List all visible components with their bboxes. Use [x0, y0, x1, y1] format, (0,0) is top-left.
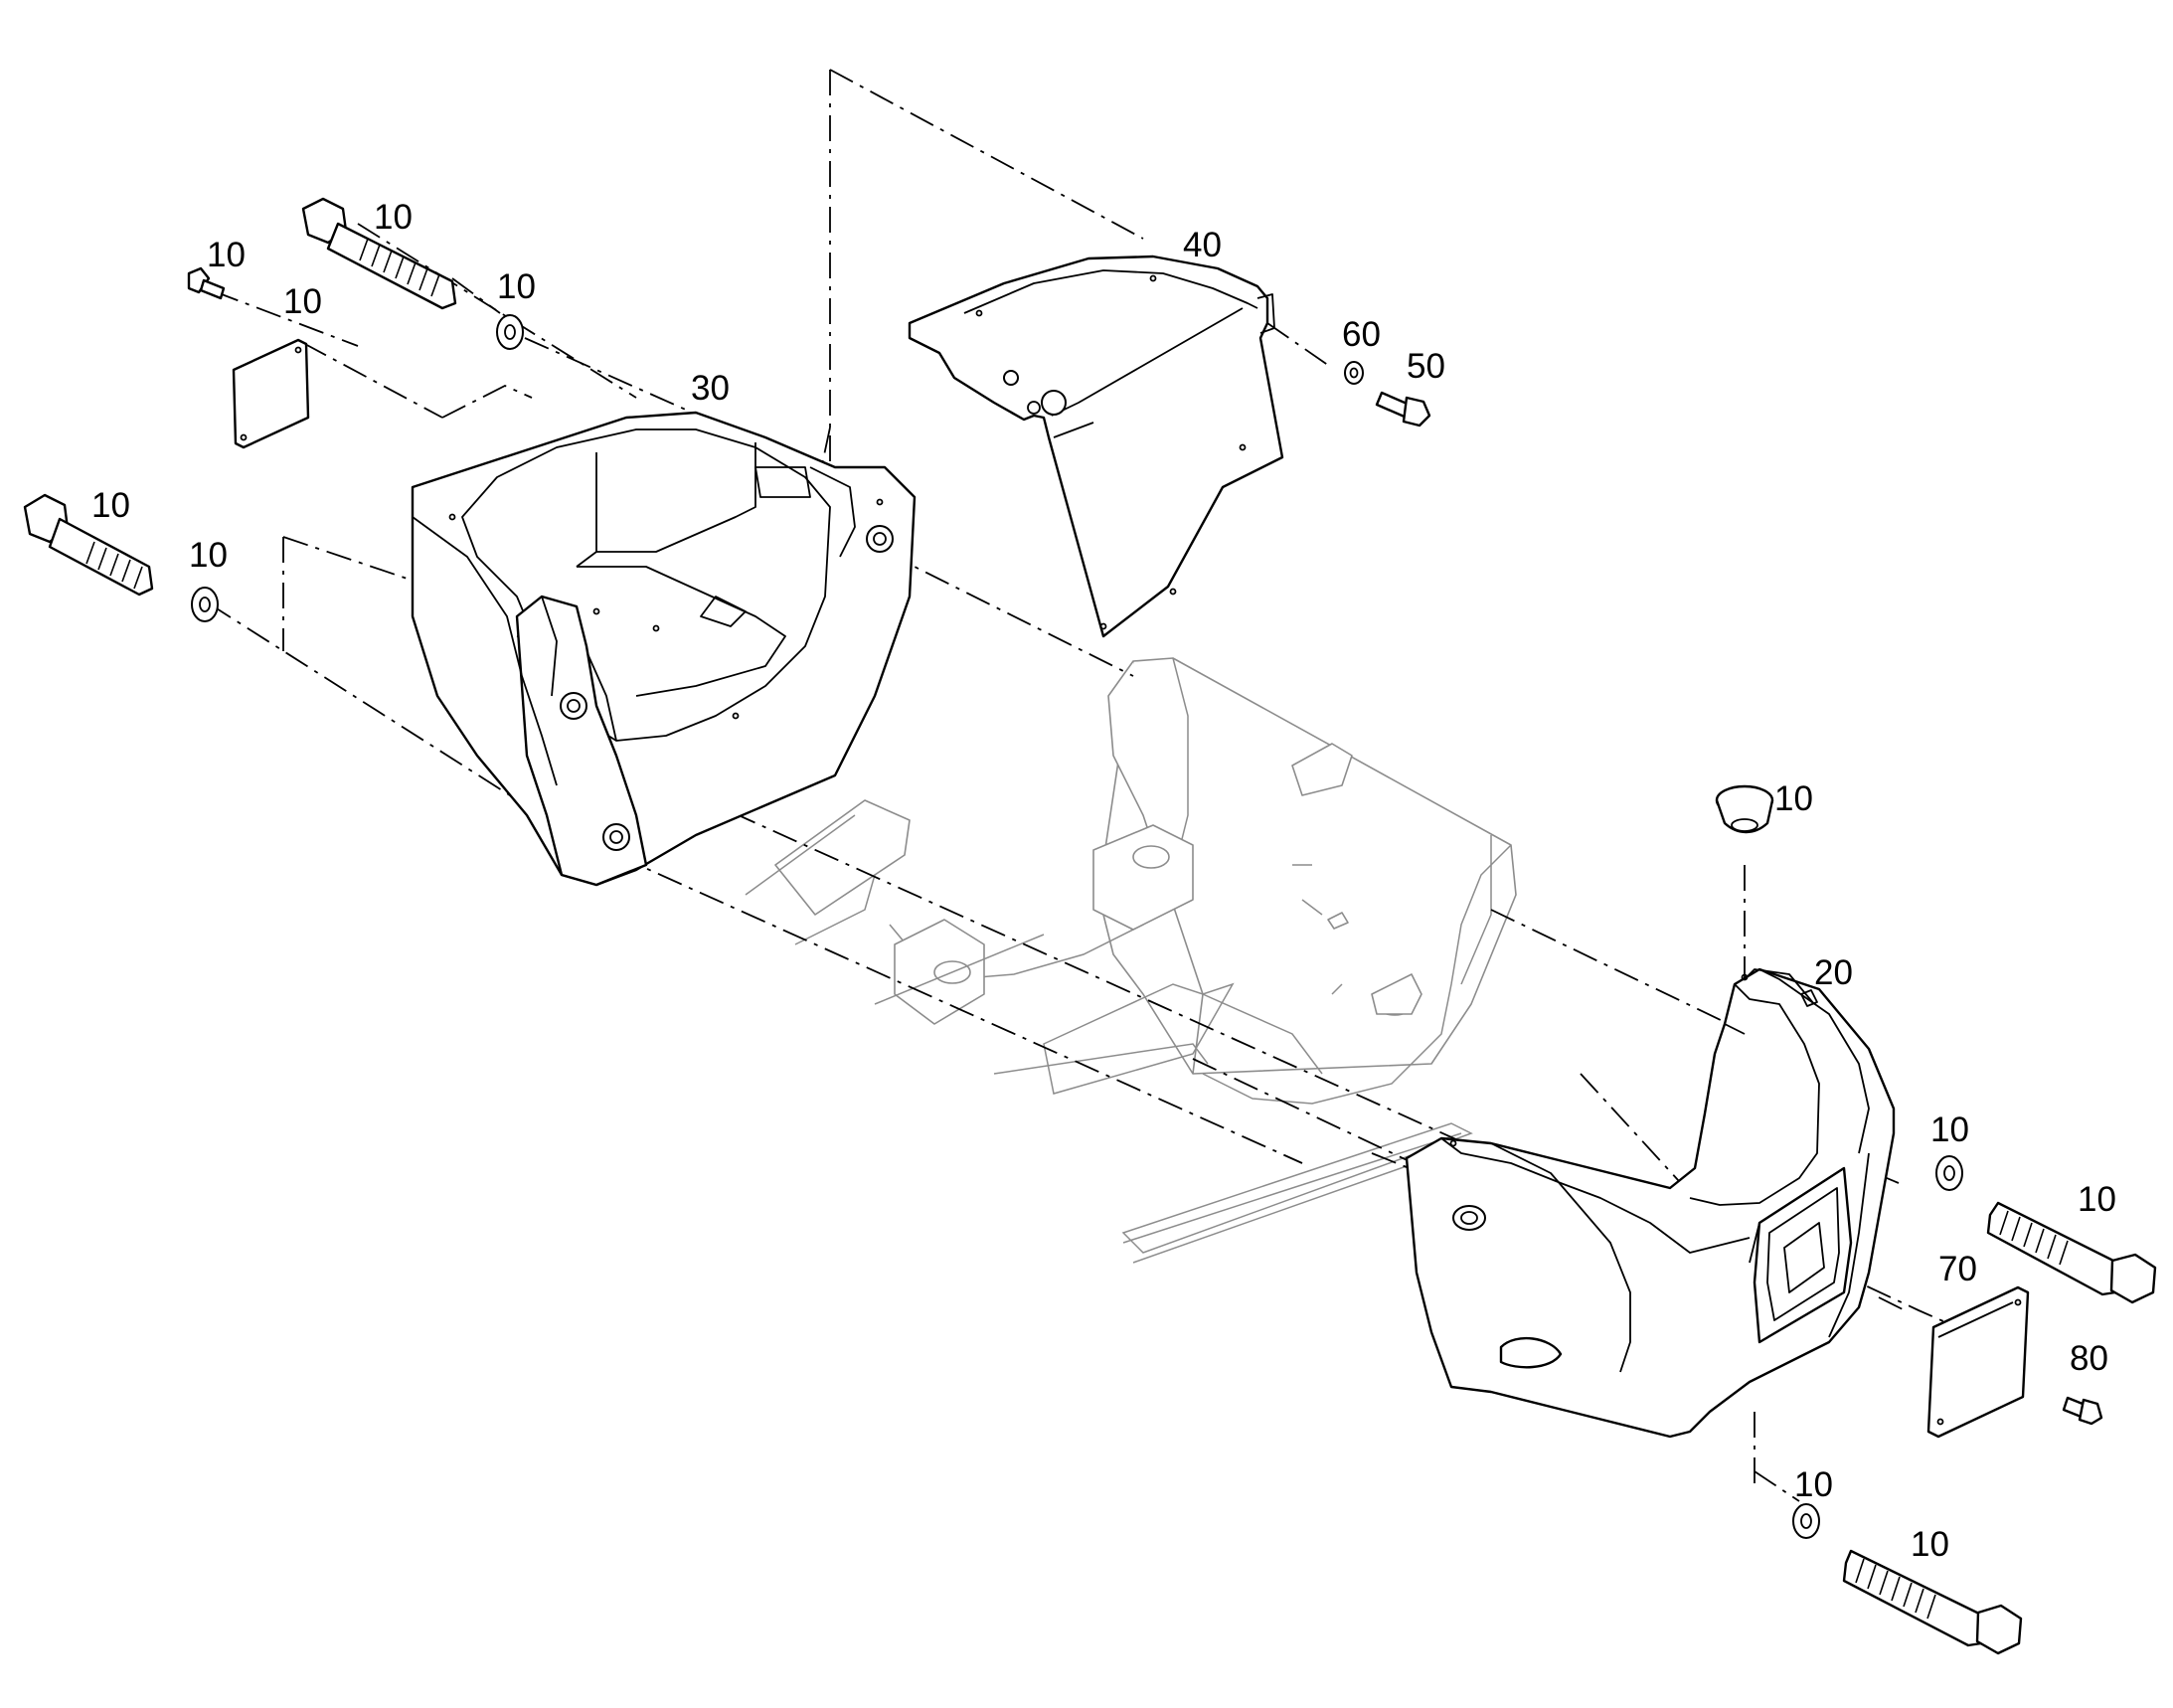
callout-bolt-top-left: 10 [374, 198, 413, 237]
screw-part-50 [1375, 391, 1431, 427]
bolt-top-left-part-10 [301, 197, 457, 310]
machine-frame-ghost [745, 657, 1517, 1264]
callout-counterweight-right: 20 [1814, 953, 1853, 992]
bolt-bottom-right-part-10 [1842, 1549, 2023, 1655]
callout-washer-cover: 60 [1342, 315, 1381, 354]
washer-right-part-10 [1935, 1155, 1963, 1191]
callout-cover-panel: 40 [1183, 226, 1222, 264]
cover-panel-part-40 [908, 255, 1284, 638]
washer-bottom-right-part-10 [1792, 1503, 1820, 1539]
counterweight-left-part-30 [411, 411, 917, 887]
bolt-right-part-10 [1986, 1201, 2157, 1304]
plug-part-10 [1715, 784, 1774, 834]
callout-bolt-left: 10 [91, 486, 130, 525]
callout-plate-left: 10 [283, 282, 322, 321]
washer-left-part-10 [191, 587, 219, 622]
small-plate-part-10 [232, 338, 310, 449]
counterweight-right-part-20 [1405, 967, 1896, 1439]
callout-screw-small-top-left: 10 [207, 236, 246, 274]
callout-plug: 10 [1774, 779, 1813, 818]
small-screw-part-10 [187, 266, 226, 300]
callout-washer-left: 10 [189, 536, 228, 575]
callout-screw-cover: 50 [1407, 347, 1445, 386]
bolt-left-part-10 [23, 493, 154, 597]
washer-top-left-part-10 [496, 314, 524, 350]
callout-washer-top-left: 10 [497, 267, 536, 306]
callout-access-plate: 70 [1938, 1250, 1977, 1288]
callout-bolt-bottom-right: 10 [1911, 1525, 1949, 1564]
callout-labels: 10 10 10 10 10 10 30 40 60 50 10 20 10 1… [91, 198, 2116, 1564]
callout-washer-right: 10 [1930, 1110, 1969, 1149]
callout-counterweight-left: 30 [691, 369, 730, 408]
screw-part-80 [2062, 1396, 2103, 1426]
callout-screw-access-plate: 80 [2070, 1339, 2108, 1378]
washer-part-60 [1344, 361, 1364, 385]
access-plate-part-70 [1926, 1285, 2030, 1439]
callout-bolt-right: 10 [2078, 1180, 2116, 1219]
callout-washer-bottom-right: 10 [1794, 1465, 1833, 1504]
